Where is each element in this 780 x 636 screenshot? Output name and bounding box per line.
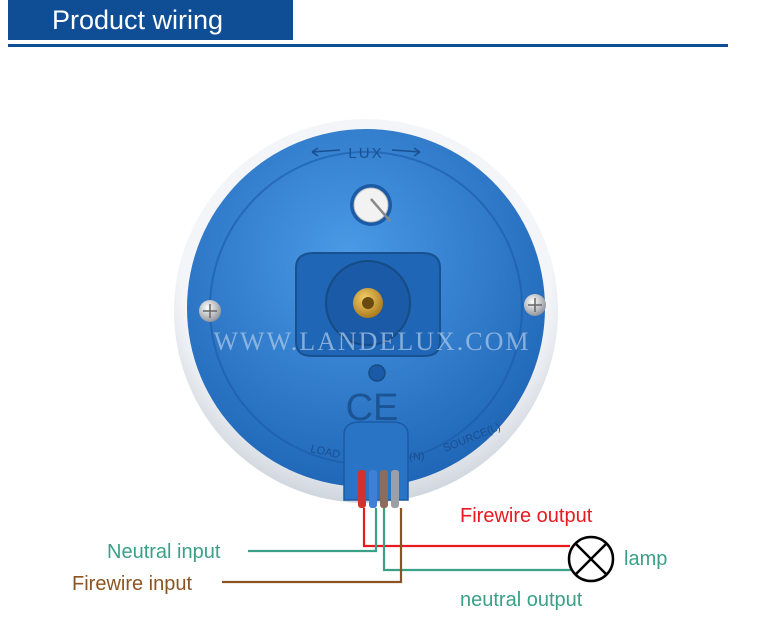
header-tab — [8, 0, 293, 40]
lux-label: LUX — [348, 145, 383, 162]
header-divider — [8, 44, 728, 47]
right-screw-slot — [528, 298, 542, 312]
firewire-output-label: Firewire output — [460, 505, 593, 527]
watermark: WWW.LANDELUX.COM — [214, 327, 531, 356]
firewire-input-line — [222, 508, 403, 584]
red-wire-insulation — [358, 470, 366, 508]
brown-wire-insulation — [380, 470, 388, 508]
neutral-input-line — [248, 508, 378, 553]
neutral-output-label: neutral output — [460, 589, 583, 611]
lamp-label: lamp — [624, 548, 667, 570]
neutral-input-label: Neutral input — [107, 541, 221, 563]
firewire-input-label: Firewire input — [72, 573, 192, 595]
neutral-output-line — [382, 508, 590, 572]
left-screw-slot — [203, 304, 217, 318]
knob-slot — [370, 198, 391, 222]
lux-arrow-left-icon — [311, 147, 341, 157]
grey-wire-insulation — [391, 470, 399, 508]
page-title: Product wiring — [52, 5, 224, 35]
lower-boss — [368, 364, 386, 382]
lux-arrow-right-icon — [391, 147, 421, 157]
brass-hole — [362, 297, 374, 309]
blue-wire-insulation — [369, 470, 377, 508]
firewire-output-line — [362, 508, 570, 548]
lamp-cross — [575, 543, 607, 575]
lux-adjust-knob[interactable] — [353, 187, 389, 223]
